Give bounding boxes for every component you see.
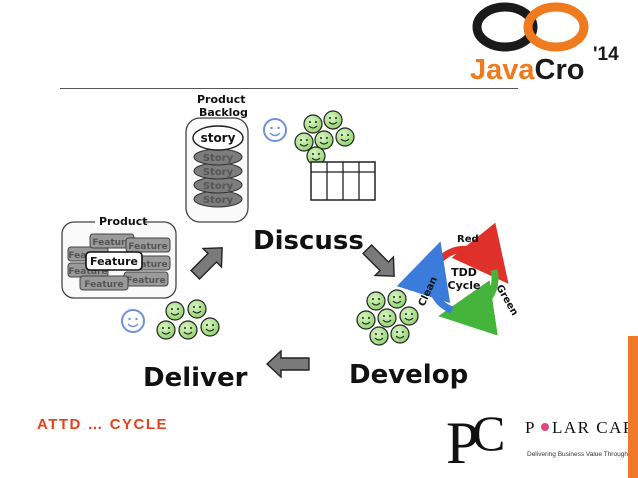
feature-card-2: Feature [68, 267, 107, 277]
story-top-label: story [201, 131, 236, 145]
feature-card-7: Feature [84, 280, 123, 290]
polar-cape-name-end: LAR CAPE [552, 418, 638, 437]
arrow-discuss-to-develop [362, 244, 395, 277]
logo-cro-text: Cro [535, 54, 585, 86]
tdd-title-line1: TDD [451, 266, 477, 279]
team-faces-discuss [294, 110, 355, 166]
polar-cape-logo: P C P LAR CAPE Delivering Business Value… [446, 405, 638, 476]
stage-discuss: Discuss [253, 226, 364, 256]
tdd-cycle: TDD Cycle Red Green Clean [396, 222, 520, 336]
tdd-arrow-blue [396, 241, 454, 314]
polar-cape-dot [541, 423, 549, 431]
slide-caption: ATTD … CYCLE [37, 416, 169, 433]
polar-cape-monogram-p: P [446, 410, 479, 476]
story-stack-label-5: Story [203, 195, 234, 206]
team-faces-develop [356, 289, 419, 346]
logo-ring-orange [523, 2, 589, 52]
story-top-card [192, 125, 244, 151]
polar-cape-monogram-c: C [472, 405, 505, 461]
tdd-label-green: Green [493, 283, 519, 318]
arrow-develop-to-deliver [265, 349, 310, 379]
logo-year-text: '14 [593, 44, 619, 65]
tdd-title-line2: Cycle [448, 279, 481, 292]
stage-deliver: Deliver [143, 363, 248, 393]
story-stack-label-2: Story [203, 153, 234, 164]
javacro-logo: JavaCro '14 [470, 2, 619, 86]
feature-card-4: Feature [128, 242, 167, 252]
orange-accent-bar [628, 336, 638, 478]
feature-highlight-label: Feature [90, 255, 138, 268]
logo-ring-dark [472, 2, 538, 52]
svg-text:JavaCro: JavaCro [470, 54, 584, 86]
tdd-arrow-red [435, 222, 509, 284]
task-board [310, 161, 376, 201]
customer-face-bottom [121, 309, 145, 333]
team-faces-deliver [156, 299, 220, 340]
feature-card-3: Feature [92, 238, 131, 248]
feature-cards: Feature Feature Feature Feature Feature … [67, 233, 171, 291]
product-label: Product [99, 215, 148, 228]
product-box: Product Feature Feature Feature Feature … [61, 214, 177, 299]
backlog-label-line2: Backlog [199, 106, 248, 119]
header-divider [60, 88, 518, 89]
tdd-arrow-green [438, 269, 499, 336]
story-stack-label-3: Story [203, 167, 234, 178]
polar-cape-name-start: P [525, 418, 536, 437]
story-stack: Story Story Story Story story [192, 125, 244, 208]
backlog-label-line1: Product [197, 93, 246, 106]
product-backlog: Product Backlog Story Story Story Story … [185, 93, 249, 223]
feature-highlight-card [85, 251, 143, 271]
polar-cape-tagline: Delivering Business Value Through IT [527, 451, 636, 458]
logo-java-text: Java [470, 54, 535, 86]
tdd-label-red: Red [457, 234, 479, 245]
customer-face-top [263, 118, 287, 142]
stage-develop: Develop [349, 360, 468, 390]
feature-card-6: Feature [126, 276, 165, 286]
arrow-deliver-to-discuss [190, 247, 223, 280]
story-stack-label-4: Story [203, 181, 234, 192]
feature-card-5: Feature [128, 260, 167, 270]
